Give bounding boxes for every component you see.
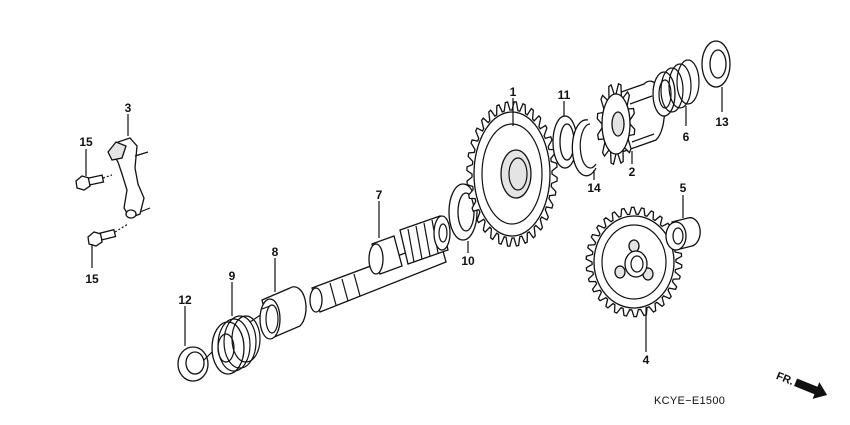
collar-5-part [665, 217, 701, 251]
callout-4: 4 [643, 353, 650, 367]
circlip-14-part [571, 119, 597, 177]
bushing-8-part [259, 286, 307, 340]
washer-11-part [552, 115, 578, 169]
bolt-lower-part [87, 223, 129, 247]
gear-1-part [466, 101, 558, 247]
callout-11: 11 [558, 88, 571, 102]
callout-9: 9 [229, 269, 236, 283]
callout-5: 5 [680, 181, 687, 195]
callout-6: 6 [683, 130, 690, 144]
shaft-7-part [309, 215, 451, 313]
bracket-part [107, 137, 151, 219]
front-direction-indicator: FR. [774, 370, 828, 399]
callout-15-upper: 15 [79, 135, 93, 149]
front-arrow-icon [794, 378, 828, 399]
callout-14: 14 [587, 181, 601, 195]
washer-13-part [701, 40, 731, 88]
callout-12: 12 [178, 293, 192, 307]
callout-13: 13 [715, 115, 729, 129]
front-label: FR. [774, 370, 795, 388]
gear-4-part [585, 206, 683, 318]
spring-6-part [652, 59, 700, 117]
callout-8: 8 [272, 245, 279, 259]
callout-10: 10 [461, 254, 475, 268]
callout-1: 1 [510, 85, 517, 99]
callout-labels: 1 2 3 4 5 6 7 8 9 10 11 12 13 14 15 15 [79, 85, 729, 367]
callout-2: 2 [629, 165, 636, 179]
leader-lines [85, 87, 723, 352]
callout-7: 7 [376, 188, 383, 202]
gear-2-part [596, 80, 666, 166]
washer-12-part [177, 346, 209, 382]
diagram-code: KCYE−E1500 [654, 395, 725, 407]
spring-9-part [203, 313, 265, 375]
callout-15-lower: 15 [85, 272, 99, 286]
callout-3: 3 [125, 101, 132, 115]
bolt-upper-part [75, 174, 113, 191]
